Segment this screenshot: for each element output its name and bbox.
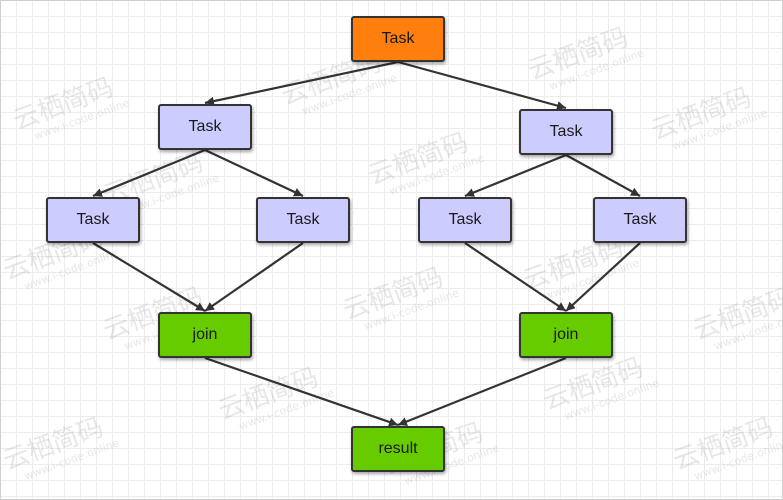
edge-r1a-to-rjoin (464, 242, 567, 312)
edge-ljoin-to-result (204, 356, 399, 427)
node-task-l1b: Task (256, 197, 350, 243)
node-task-r1: Task (519, 109, 613, 155)
node-join-rjoin: join (519, 312, 613, 358)
edge-l1b-to-ljoin (204, 242, 304, 312)
edge-l1-to-l1b (204, 149, 304, 197)
edge-l1a-to-ljoin (92, 242, 206, 312)
edge-l1-to-l1a (92, 148, 206, 198)
edge-root-to-l1 (204, 60, 399, 106)
edge-rjoin-to-result (397, 356, 567, 427)
node-task-l1a: Task (46, 197, 140, 243)
edge-root-to-r1 (397, 60, 567, 110)
node-task-l1: Task (158, 104, 252, 150)
edge-r1-to-r1b (565, 154, 641, 197)
node-root-root: Task (351, 16, 445, 62)
node-task-r1b: Task (593, 197, 687, 243)
node-join-ljoin: join (158, 312, 252, 358)
edge-r1b-to-rjoin (565, 242, 641, 312)
node-task-r1a: Task (418, 197, 512, 243)
node-result-result: result (351, 426, 445, 472)
edge-r1-to-r1a (464, 153, 567, 198)
